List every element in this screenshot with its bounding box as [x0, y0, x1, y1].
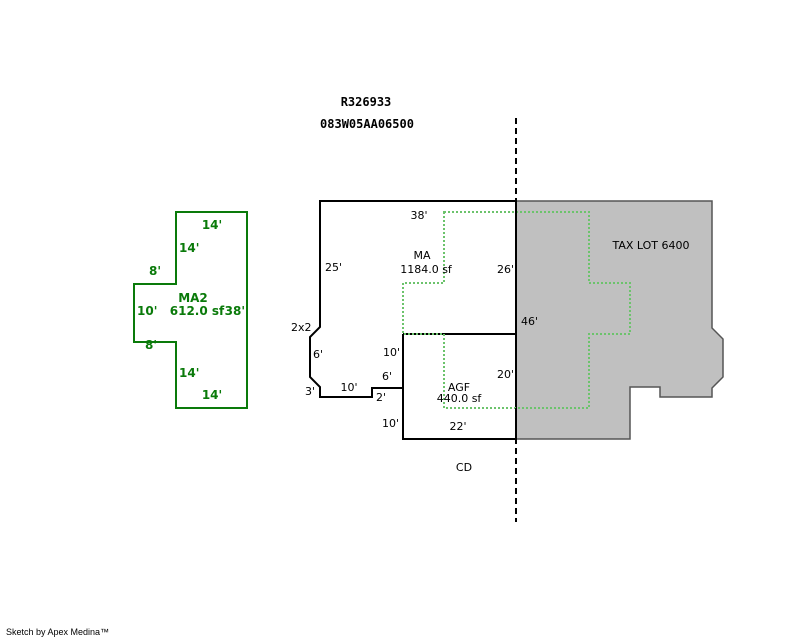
- ma-outline: [309, 200, 516, 398]
- ma2-area: 612.0 sf: [170, 304, 225, 318]
- ma2-dim-upper-left: 14': [179, 241, 199, 255]
- neighbor-label: TAX LOT 6400: [611, 239, 689, 252]
- ma2-dim-upper-step: 8': [149, 264, 161, 278]
- ma-dim-step-over: 6': [382, 370, 392, 383]
- agf-dim-right: 20': [497, 368, 514, 381]
- upper-floor-dotted-outline: [402, 211, 631, 409]
- sketch-credit: Sketch by Apex Medina™: [6, 627, 110, 637]
- ma2-dim-bottom: 14': [202, 388, 222, 402]
- agf-dim-bottom: 22': [449, 420, 466, 433]
- ma-dim-right-upper: 26': [497, 263, 514, 276]
- agf-area: 440.0 sf: [437, 392, 483, 405]
- ma2-dim-lower-left: 14': [179, 366, 199, 380]
- account-id: R326933: [341, 95, 392, 109]
- agf-name: AGF: [448, 381, 470, 394]
- ma-area: 1184.0 sf: [400, 263, 453, 276]
- ma2-dim-top: 14': [202, 218, 222, 232]
- neighbor-tax-lot-shape: [515, 200, 724, 440]
- ma-dim-top: 38': [410, 209, 427, 222]
- lot-line-label: CD: [456, 461, 472, 474]
- ma-dim-left: 25': [325, 261, 342, 274]
- map-tax-lot: 083W05AA06500: [320, 117, 414, 131]
- ma-name: MA: [413, 249, 430, 262]
- ma2-outline: [133, 211, 248, 409]
- agf-dim-left-upper: 10': [383, 346, 400, 359]
- ma-dim-right-full: 46': [521, 315, 538, 328]
- ma2-name: MA2: [178, 291, 208, 305]
- ma-dim-step-up: 2': [376, 391, 386, 404]
- agf-dim-left-lower: 10': [382, 417, 399, 430]
- ma-dim-bottom-left: 10': [340, 381, 357, 394]
- ma2-dim-lower-step: 8': [145, 338, 157, 352]
- ma-dim-corner: 2x2: [291, 321, 312, 334]
- ma-dim-bay-side: 6': [313, 348, 323, 361]
- ma2-dim-right: 38': [225, 304, 245, 318]
- agf-outline-box: [402, 334, 516, 440]
- ma-dim-bay-bottom: 3': [305, 385, 315, 398]
- ma2-dim-left: 10': [137, 304, 157, 318]
